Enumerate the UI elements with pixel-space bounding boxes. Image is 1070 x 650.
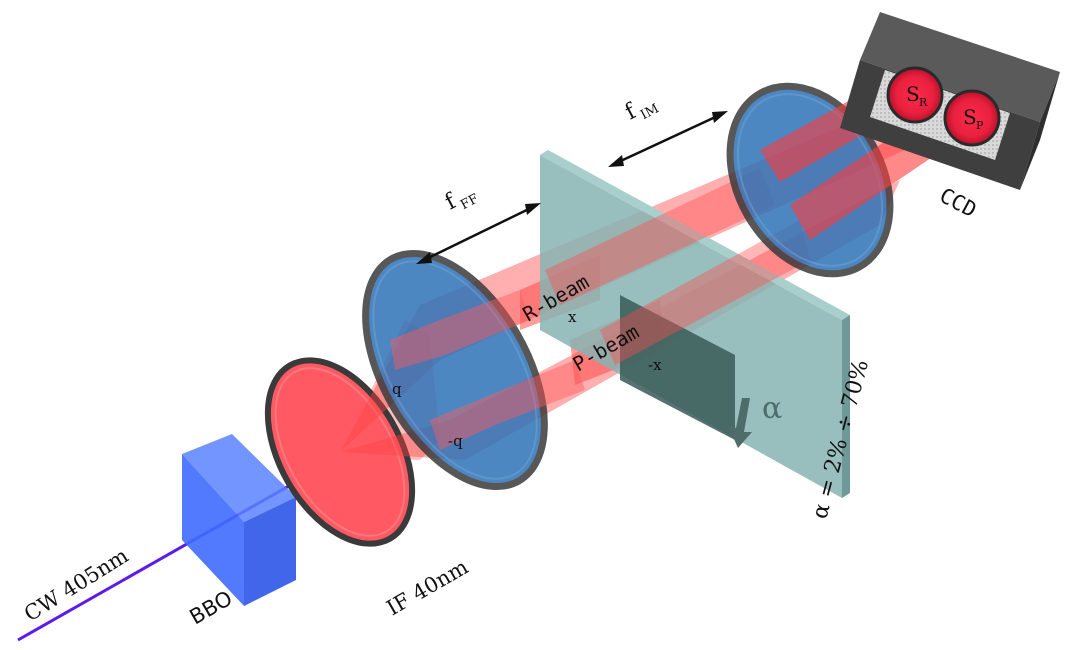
- svg-text:S: S: [906, 82, 920, 106]
- im-label: f IM: [621, 99, 662, 126]
- svg-text:R: R: [919, 96, 928, 109]
- q-neg-label: -q: [448, 432, 463, 450]
- p-x-label: -x: [648, 356, 662, 374]
- im-distance-arrow: [608, 111, 728, 167]
- variable-transmission-window: [620, 295, 735, 440]
- svg-text:P: P: [976, 119, 984, 132]
- alpha-arrow: [728, 398, 752, 448]
- mask-plate: [540, 150, 850, 498]
- ff-distance-arrow: [416, 203, 541, 264]
- p-beam-mid: [600, 220, 810, 365]
- svg-text:S: S: [963, 105, 977, 129]
- spot-p-label: S P: [963, 105, 984, 132]
- svg-text:FF: FF: [458, 191, 481, 213]
- r-beam-front: [390, 290, 530, 370]
- svg-text:IM: IM: [638, 101, 661, 123]
- r-x-label: x: [568, 308, 577, 326]
- spot-r: [886, 66, 944, 124]
- interference-filter: [264, 357, 416, 547]
- filter-label: IF 40nm: [383, 555, 473, 621]
- spot-p: [943, 89, 1001, 147]
- q-pos-label: q: [392, 380, 402, 398]
- bbo-crystal: [182, 434, 296, 606]
- alpha-label: α: [762, 391, 782, 426]
- fourier-lens: [362, 249, 548, 491]
- ff-label: f FF: [441, 189, 481, 216]
- bbo-label: BBO: [186, 586, 237, 629]
- spot-r-label: S R: [906, 82, 928, 109]
- p-beam-front: [430, 360, 585, 450]
- r-beam-mid: [545, 168, 775, 305]
- ccd-label: CCD: [936, 183, 981, 222]
